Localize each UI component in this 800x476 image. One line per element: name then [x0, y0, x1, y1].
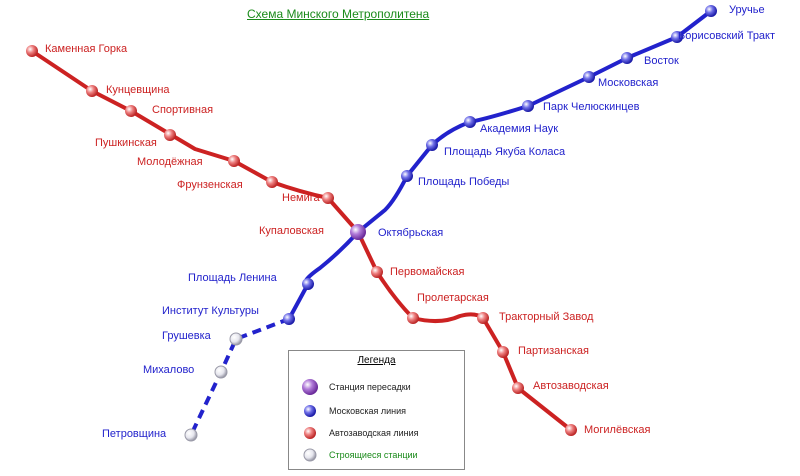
label-park-chelyuskintsev: Парк Челюскинцев: [543, 101, 640, 113]
label-ploshchad-lenina: Площадь Ленина: [188, 272, 277, 284]
legend: Легенда Станция пересадки Московская лин…: [288, 350, 465, 470]
legend-item-transfer-label: Станция пересадки: [329, 382, 411, 392]
station-borisovsky-trakt[interactable]: [671, 31, 683, 43]
label-ploshchad-pobedy: Площадь Победы: [418, 176, 510, 188]
label-mikhalovo: Михалово: [143, 364, 195, 376]
label-traktorny-zavod: Тракторный Завод: [499, 311, 594, 323]
moscow-line-planned-path: [189, 317, 290, 436]
station-proletarskaya[interactable]: [407, 312, 419, 324]
legend-item-transfer: Станция пересадки: [301, 379, 411, 395]
legend-item-planned-label: Строящиеся станции: [329, 450, 418, 460]
station-moskovskaya[interactable]: [583, 71, 595, 83]
label-partizanskaya: Партизанская: [518, 345, 589, 357]
station-uruchye[interactable]: [705, 5, 717, 17]
label-pushkinskaya: Пушкинская: [95, 137, 157, 149]
station-molodyozhnaya[interactable]: [228, 155, 240, 167]
station-nemiga[interactable]: [322, 192, 334, 204]
legend-item-avtozavod: Автозаводская линия: [301, 425, 419, 441]
station-akademiya-nauk[interactable]: [464, 116, 476, 128]
label-kuntsevshchina: Кунцевщина: [106, 84, 170, 96]
legend-item-moscow: Московская линия: [301, 403, 406, 419]
planned-stations: [184, 332, 243, 442]
label-kupalovskaya: Купаловская: [259, 225, 324, 237]
station-kamennaya-gorka[interactable]: [26, 45, 38, 57]
label-vostok: Восток: [644, 55, 679, 67]
station-ploshchad-pobedy[interactable]: [401, 170, 413, 182]
transfer-station-icon: [302, 379, 318, 395]
label-kamennaya-gorka: Каменная Горка: [45, 43, 128, 55]
label-oktyabrskaya: Октябрьская: [378, 227, 444, 239]
station-pushkinskaya[interactable]: [164, 129, 176, 141]
station-petrovshchina[interactable]: [184, 428, 198, 442]
moscow-stations: [283, 5, 717, 325]
legend-item-avtozavod-label: Автозаводская линия: [329, 428, 419, 438]
moscow-line-station-icon: [304, 405, 316, 417]
avtozavod-stations: [26, 45, 577, 436]
station-ploshchad-kolasa[interactable]: [426, 139, 438, 151]
label-ploshchad-kolasa: Площадь Якуба Коласа: [444, 146, 566, 158]
label-moskovskaya: Московская: [598, 77, 659, 89]
moscow-line-path: [287, 9, 713, 321]
label-pervomayskaya: Первомайская: [390, 266, 465, 278]
label-grushevka: Грушевка: [162, 330, 211, 342]
station-park-chelyuskintsev[interactable]: [522, 100, 534, 112]
planned-station-icon: [303, 448, 317, 462]
label-institut-kultury: Институт Культуры: [162, 305, 259, 317]
station-pervomayskaya[interactable]: [371, 266, 383, 278]
station-ploshchad-lenina[interactable]: [302, 278, 314, 290]
label-borisovsky-trakt: Борисовский Тракт: [678, 30, 776, 42]
station-avtozavodskaya[interactable]: [512, 382, 524, 394]
transfer-station-oktyabrskaya-kupalovskaya[interactable]: [350, 224, 366, 240]
label-mogilyovskaya: Могилёвская: [584, 424, 651, 436]
label-uruchye: Уручье: [729, 4, 765, 16]
label-avtozavodskaya: Автозаводская: [533, 380, 609, 392]
station-grushevka[interactable]: [229, 332, 243, 346]
label-molodyozhnaya: Молодёжная: [137, 156, 203, 168]
station-frunzenskaya[interactable]: [266, 176, 278, 188]
station-mogilyovskaya[interactable]: [565, 424, 577, 436]
avtozavod-line-station-icon: [304, 427, 316, 439]
station-institut-kultury[interactable]: [283, 313, 295, 325]
legend-item-planned: Строящиеся станции: [301, 447, 418, 463]
station-partizanskaya[interactable]: [497, 346, 509, 358]
label-petrovshchina: Петровщина: [102, 428, 167, 440]
station-traktorny-zavod[interactable]: [477, 312, 489, 324]
avtozavod-line-path: [30, 49, 573, 432]
legend-item-moscow-label: Московская линия: [329, 406, 406, 416]
label-proletarskaya: Пролетарская: [417, 292, 489, 304]
station-sportivnaya[interactable]: [125, 105, 137, 117]
station-mikhalovo[interactable]: [214, 365, 228, 379]
station-vostok[interactable]: [621, 52, 633, 64]
station-kuntsevshchina[interactable]: [86, 85, 98, 97]
label-frunzenskaya: Фрунзенская: [177, 179, 243, 191]
label-sportivnaya: Спортивная: [152, 104, 214, 116]
legend-title: Легенда: [357, 355, 396, 366]
map-title: Схема Минского Метрополитена: [247, 7, 430, 21]
label-akademiya-nauk: Академия Наук: [480, 123, 559, 135]
label-nemiga: Немига: [282, 192, 320, 204]
